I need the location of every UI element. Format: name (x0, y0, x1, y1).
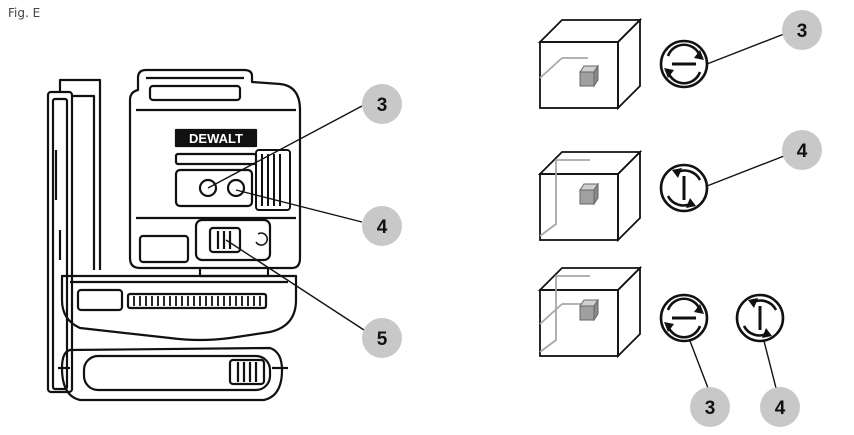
cube-vertical-line (540, 152, 640, 240)
vertical-mode-icon (661, 165, 707, 211)
vertical-mode-button[interactable] (228, 180, 244, 196)
callout-row2: 4 (782, 130, 822, 170)
vertical-mode-icon-row3 (737, 295, 783, 341)
cube-cross-lines (540, 268, 640, 356)
horizontal-mode-icon-row3 (661, 295, 707, 341)
callout-row3-left: 3 (690, 387, 730, 427)
callout-row3-right: 4 (760, 387, 800, 427)
base-clamp (62, 276, 296, 340)
svg-text:3: 3 (377, 95, 388, 116)
button-panel (176, 170, 252, 206)
row2-leader-line (707, 156, 784, 186)
svg-text:4: 4 (797, 141, 808, 162)
laser-level-device: DEWALT (48, 70, 300, 400)
row3-left-leader-line (690, 341, 708, 388)
callout-row1: 3 (782, 10, 822, 50)
row3-right-leader-line (764, 341, 776, 388)
svg-text:4: 4 (775, 398, 786, 419)
battery-pack (58, 348, 288, 400)
row1-leader-line (707, 34, 784, 64)
svg-text:3: 3 (797, 21, 808, 42)
svg-text:3: 3 (705, 398, 716, 419)
svg-text:5: 5 (377, 329, 388, 350)
svg-text:4: 4 (377, 217, 388, 238)
callout-device-5: 5 (362, 318, 402, 358)
callout-device-3: 3 (362, 84, 402, 124)
wall-mount-bracket (48, 80, 100, 392)
cube-horizontal-line (540, 20, 640, 108)
main-housing: DEWALT (130, 70, 300, 276)
brand-logo-text: DEWALT (189, 131, 243, 146)
horizontal-mode-icon (661, 41, 707, 87)
grip-ribs (134, 296, 260, 306)
power-lock-switch-housing (196, 220, 270, 260)
callout-device-4: 4 (362, 206, 402, 246)
